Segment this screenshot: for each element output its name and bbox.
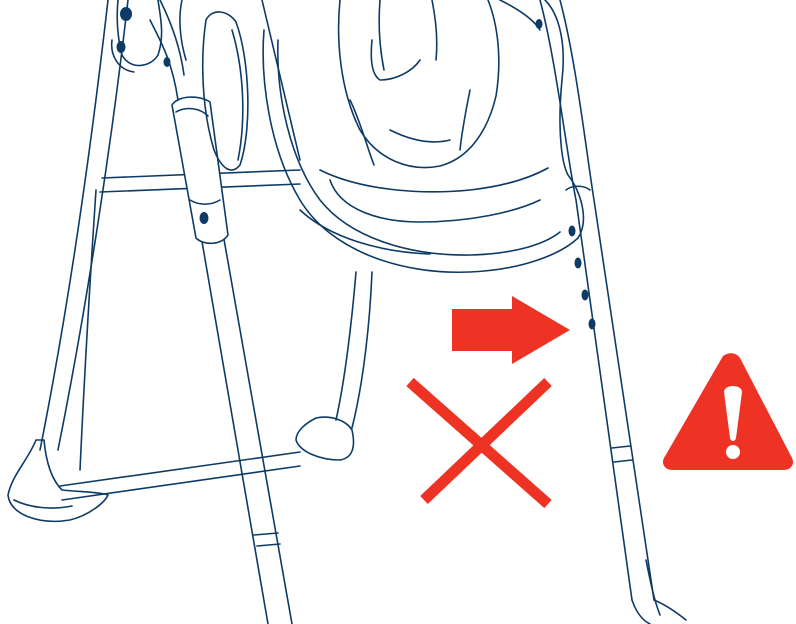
height-hole-3 [581, 289, 589, 301]
seat-tray [262, 0, 585, 274]
seat-side-panel [179, 0, 249, 171]
upper-left-hinge [110, 0, 185, 101]
warning-triangle-icon [662, 353, 794, 470]
left-rear-leg [39, 0, 129, 451]
hinge-dot-small [163, 57, 171, 67]
adjustment-pins [116, 7, 596, 330]
center-rail [261, 0, 301, 161]
height-hole-4 [588, 318, 596, 330]
footrest-struts [295, 271, 373, 461]
seat-cushion [337, 0, 500, 169]
height-hole-1 [568, 225, 576, 237]
hinge-dot [116, 41, 126, 53]
inner-rail [79, 189, 97, 471]
arrow-right-icon [452, 296, 570, 364]
cross-x-icon [406, 377, 552, 509]
leg-joint-block [171, 96, 229, 245]
high-chair-line-art [7, 0, 687, 624]
right-top-dot [535, 19, 543, 29]
right-foot [631, 559, 687, 624]
height-hole-2 [574, 257, 582, 269]
left-foot [7, 439, 109, 523]
leg-joint-dot [199, 212, 209, 224]
right-rear-leg [499, 0, 655, 601]
hinge-dot-top [120, 7, 132, 21]
front-left-leg [199, 227, 293, 624]
